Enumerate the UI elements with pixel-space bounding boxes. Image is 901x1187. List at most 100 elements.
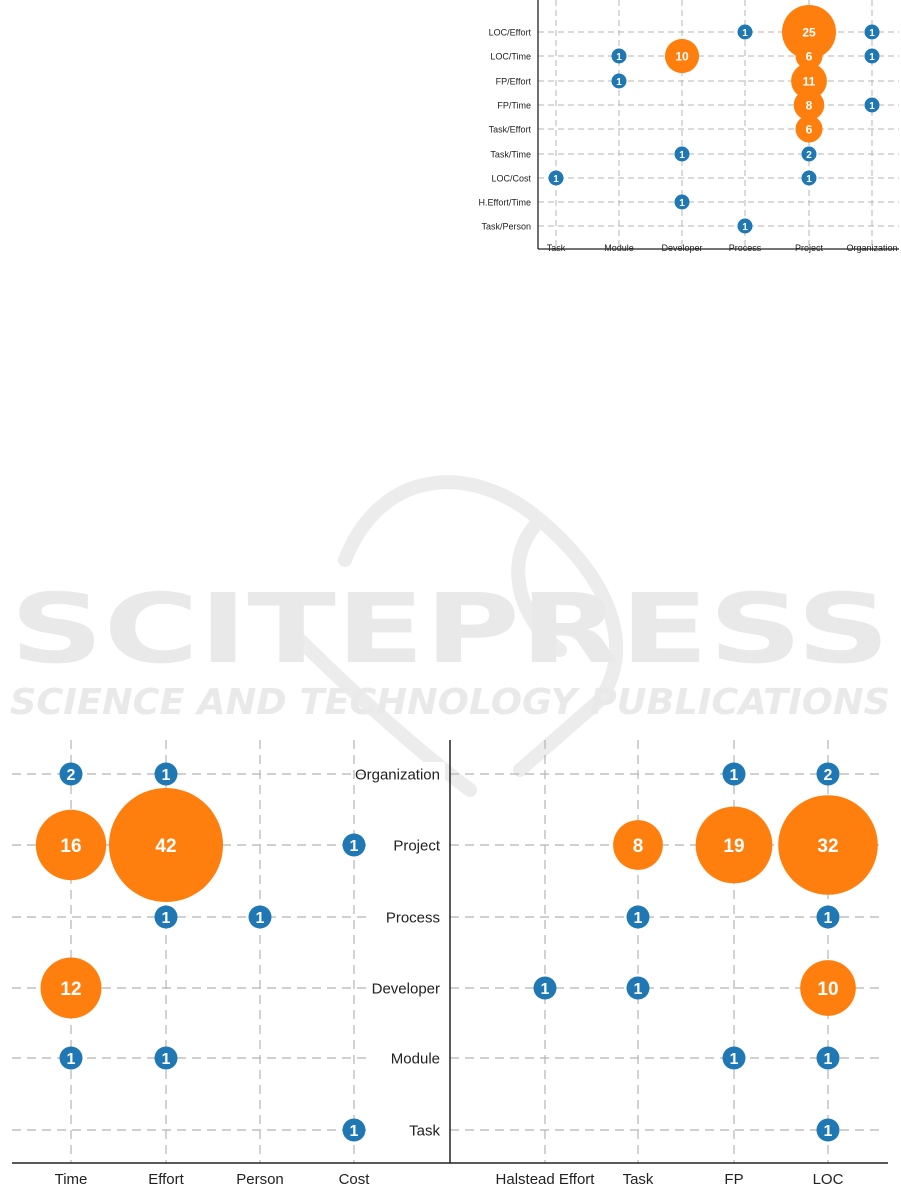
y-tick-label: Task/Effort xyxy=(489,125,532,135)
bubble-label: 1 xyxy=(256,910,265,927)
y-tick-label: FP/Time xyxy=(497,101,531,111)
bubble-label: 1 xyxy=(553,174,559,185)
bubble-label: 1 xyxy=(350,1123,359,1140)
bubble-label: 2 xyxy=(824,767,833,784)
bubble xyxy=(800,960,856,1016)
bubble-label: 1 xyxy=(162,767,171,784)
x-tick-label: Halstead Effort xyxy=(496,1171,596,1187)
x-tick-label: Person xyxy=(236,1171,284,1187)
bubble-label: 1 xyxy=(616,52,622,63)
bubble xyxy=(154,762,178,786)
bubble xyxy=(816,762,840,786)
bubble xyxy=(342,1118,366,1142)
bubble xyxy=(626,976,650,1000)
bubble xyxy=(664,38,700,74)
bubble-label: 1 xyxy=(67,1051,76,1068)
x-tick-label: Module xyxy=(604,243,634,253)
bubble-label: 1 xyxy=(679,198,685,209)
chart-bottom-right: OrganizationProjectProcessDeveloperModul… xyxy=(355,740,888,1187)
watermark: SCITEPRESS SCIENCE AND TECHNOLOGY PUBLIC… xyxy=(10,475,890,797)
bubble-label: 1 xyxy=(869,101,875,112)
bubble-label: 6 xyxy=(806,50,813,64)
x-tick-label: Process xyxy=(729,243,762,253)
bubble-label: 1 xyxy=(869,52,875,63)
y-tick-label: LOC/Effort xyxy=(489,28,532,38)
bubble xyxy=(674,194,690,210)
bubble xyxy=(737,24,753,40)
row-label-background xyxy=(375,1118,445,1142)
bubble-label: 8 xyxy=(806,99,813,113)
watermark-logo-icon xyxy=(293,475,623,797)
row-label: Module xyxy=(391,1051,440,1068)
bubble xyxy=(722,762,746,786)
bubble-label: 1 xyxy=(350,838,359,855)
bubble xyxy=(722,1046,746,1070)
bubble xyxy=(613,820,663,870)
x-tick-label: Effort xyxy=(148,1171,184,1187)
bubble xyxy=(801,146,817,162)
bubble-label: 1 xyxy=(162,910,171,927)
bubble xyxy=(816,1118,840,1142)
bubble-label: 19 xyxy=(723,836,744,857)
bubble-label: 1 xyxy=(634,981,643,998)
x-tick-label: FP xyxy=(724,1171,743,1187)
y-tick-label: LOC/Time xyxy=(490,52,531,62)
bubble xyxy=(674,146,690,162)
bubble xyxy=(59,1046,83,1070)
y-tick-label: LOC/Cost xyxy=(491,174,531,184)
bubble xyxy=(248,905,272,929)
bubble-label: 1 xyxy=(742,28,748,39)
bubble-label: 1 xyxy=(162,1051,171,1068)
row-label: Organization xyxy=(355,767,440,784)
bubble-label: 1 xyxy=(824,910,833,927)
watermark-brand: SCITEPRESS xyxy=(10,573,890,685)
bubble xyxy=(791,63,827,99)
x-tick-label: Time xyxy=(55,1171,88,1187)
bubble-label: 10 xyxy=(675,50,689,64)
row-label-background xyxy=(375,976,445,1000)
bubble-label: 1 xyxy=(869,28,875,39)
x-tick-label: Cost xyxy=(339,1171,371,1187)
bubble xyxy=(611,48,627,64)
watermark-tagline: SCIENCE AND TECHNOLOGY PUBLICATIONS xyxy=(10,682,890,723)
y-tick-label: H.Effort/Time xyxy=(478,198,531,208)
bubble-label: 1 xyxy=(806,174,812,185)
row-label: Project xyxy=(393,838,441,855)
bubble xyxy=(611,73,627,89)
bubble-label: 12 xyxy=(60,979,81,1000)
bubble xyxy=(816,905,840,929)
bubble xyxy=(801,170,817,186)
row-label: Task xyxy=(409,1123,440,1140)
bubble-label: 11 xyxy=(803,75,816,89)
bubble-label: 8 xyxy=(633,836,644,857)
bubble xyxy=(737,218,753,234)
y-tick-label: FP/Effort xyxy=(496,77,532,87)
bubble xyxy=(154,1046,178,1070)
row-label-background xyxy=(375,833,445,857)
bubble-label: 1 xyxy=(616,77,622,88)
bubble xyxy=(795,115,823,143)
bubble-label: 2 xyxy=(806,150,812,161)
row-label-background xyxy=(375,905,445,929)
bubble xyxy=(864,48,880,64)
y-tick-label: Task/Time xyxy=(490,150,531,160)
bubble xyxy=(342,833,366,857)
bubble xyxy=(40,957,102,1019)
bubble xyxy=(533,976,557,1000)
bubble xyxy=(108,787,224,903)
bubble-label: 32 xyxy=(817,836,838,857)
row-label-background xyxy=(375,762,445,786)
row-label-background xyxy=(375,1046,445,1070)
bubble-label: 10 xyxy=(817,979,838,1000)
bubble-label: 2 xyxy=(67,767,76,784)
bubble-label: 1 xyxy=(824,1051,833,1068)
x-tick-label: Organization xyxy=(846,243,897,253)
x-tick-label: LOC xyxy=(813,1171,844,1187)
bubble xyxy=(548,170,564,186)
x-tick-label: Project xyxy=(795,243,824,253)
x-tick-label: Task xyxy=(547,243,566,253)
bubble xyxy=(778,795,878,895)
bubble xyxy=(782,5,836,59)
